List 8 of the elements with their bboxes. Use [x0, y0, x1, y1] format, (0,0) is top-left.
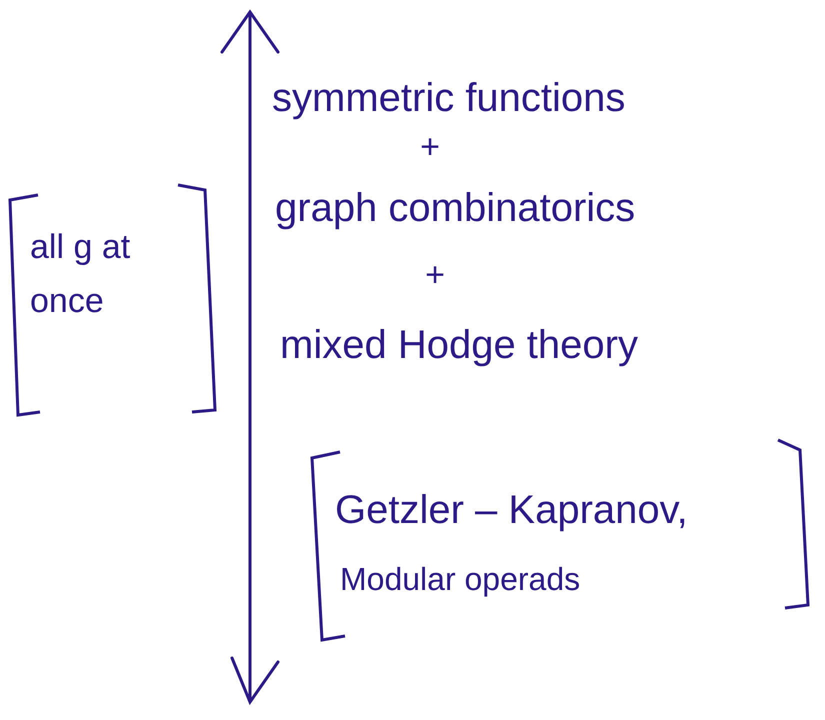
handwritten-note: graph combinatorics — [275, 185, 636, 232]
plus-sign: + — [419, 127, 441, 168]
handwritten-note: Modular operads — [340, 560, 582, 599]
handwritten-note: all g at once — [30, 227, 132, 322]
plus-sign: + — [424, 255, 446, 296]
handwritten-note: Getzler – Kapranov, — [335, 487, 689, 534]
handwritten-note: mixed Hodge theory — [280, 322, 639, 369]
handwritten-note: symmetric functions — [272, 75, 626, 122]
